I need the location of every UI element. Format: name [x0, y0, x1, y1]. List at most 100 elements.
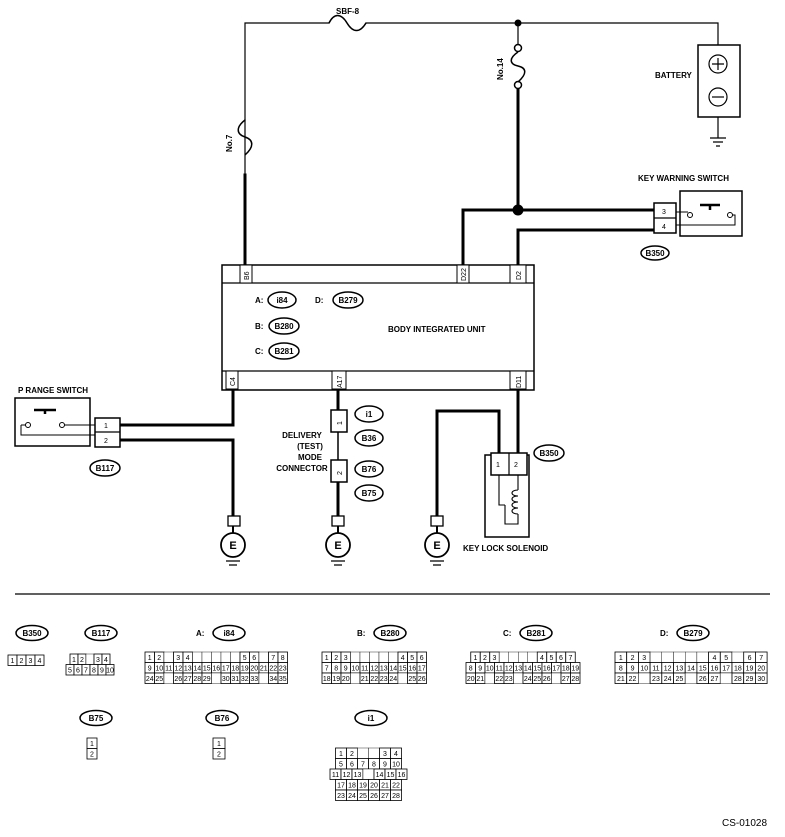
connector-pin-number: 8 [334, 666, 338, 673]
connector-pin-number: 2 [80, 657, 84, 664]
connector-cell [638, 672, 651, 684]
connector-cell [192, 651, 203, 663]
connector-pin-number: 14 [389, 666, 397, 673]
connector-view-tag [373, 624, 407, 642]
connector-cell [258, 672, 269, 684]
terminal-d2: D2 [516, 271, 523, 280]
ground-c4 [220, 515, 246, 566]
connector-pin-number: 4 [38, 658, 42, 665]
connector-pin-number: 26 [370, 793, 378, 800]
connector-pin-number: 3 [383, 751, 387, 758]
connector-pin-number: 12 [343, 772, 351, 779]
connector-view-label: B: [357, 629, 365, 638]
connector-pin-number: 28 [193, 676, 201, 683]
connector-pin-number: 12 [370, 666, 378, 673]
connector-cell [85, 653, 95, 665]
connector-cell [163, 672, 174, 684]
fuse-no14-symbol [510, 51, 526, 83]
connector-pin-number: 21 [381, 783, 389, 790]
connector-cell [755, 672, 768, 684]
connector-pin-number: 10 [155, 666, 163, 673]
connector-cell [378, 651, 389, 663]
kls-pin-2: 2 [514, 462, 518, 469]
connector-pin-number: 9 [383, 762, 387, 769]
connector-pin-number: 25 [675, 676, 683, 683]
connector-pin-number: 22 [370, 676, 378, 683]
connector-pin-number: 21 [617, 676, 625, 683]
unit-connector-c-code: B281 [274, 347, 294, 356]
connector-view-code: i84 [223, 629, 235, 638]
connector-pin-number: 8 [281, 655, 285, 662]
connector-pin-number: 30 [757, 676, 765, 683]
unit-connector-d-code: B279 [338, 296, 358, 305]
connector-pin-number: 2 [631, 655, 635, 662]
connector-cell [570, 672, 581, 684]
connector-pin-number: 10 [106, 668, 114, 675]
connector-pin-number: 18 [323, 676, 331, 683]
connector-pin-number: 1 [11, 658, 15, 665]
connector-pin-number: 24 [389, 676, 397, 683]
connector-cell [350, 651, 361, 663]
connector-pin-number: 13 [380, 666, 388, 673]
terminal-d11: D11 [516, 376, 523, 388]
connector-pin-number: 8 [92, 668, 96, 675]
connector-pin-number: 15 [387, 772, 395, 779]
connector-cell [368, 747, 380, 759]
connector-pin-number: 29 [746, 676, 754, 683]
connector-cell [201, 651, 212, 663]
connector-pin-number: 17 [722, 666, 730, 673]
connector-pin-number: 6 [350, 762, 354, 769]
connector-pin-number: 4 [104, 657, 108, 664]
unit-connector-d-letter: D: [315, 296, 323, 305]
figure-code: CS-01028 [722, 818, 767, 829]
wires [118, 22, 719, 518]
terminal-b6: B6 [244, 271, 251, 280]
connector-pin-number: 13 [184, 666, 192, 673]
key-lock-solenoid-label: KEY LOCK SOLENOID [463, 544, 548, 553]
unit-connector-a-letter: A: [255, 296, 263, 305]
p-range-switch [14, 397, 121, 448]
connector-pin-number: 23 [505, 676, 513, 683]
connector-pin-number: 22 [495, 676, 503, 683]
wire-d2 [516, 228, 656, 267]
connector-cell [357, 747, 369, 759]
connector-pin-number: 2 [334, 655, 338, 662]
connector-pin-number: 5 [410, 655, 414, 662]
connector-cell [527, 651, 538, 663]
connector-pin-number: 9 [100, 668, 104, 675]
connector-pin-number: 1 [90, 741, 94, 748]
connector-pin-number: 4 [394, 751, 398, 758]
connector-pin-number: 15 [203, 666, 211, 673]
connector-pin-number: 2 [90, 752, 94, 759]
connector-pin-number: 22 [392, 783, 400, 790]
connector-pin-number: 9 [344, 666, 348, 673]
connector-view-tag [519, 624, 553, 642]
connector-cell [230, 651, 241, 663]
connector-pin-number: 13 [354, 772, 362, 779]
dmc-tag-i1 [354, 405, 384, 423]
connector-pin-number: 19 [746, 666, 754, 673]
connector-pin-number: 11 [361, 666, 368, 673]
dmc-tag-b36-code: B36 [362, 434, 377, 443]
connector-pin-number: 17 [222, 666, 230, 673]
connector-pin-number: 7 [759, 655, 763, 662]
unit-connector-d-tag [332, 291, 364, 309]
connector-cell [350, 672, 361, 684]
connector-pin-number: 6 [420, 655, 424, 662]
connector-cell [362, 768, 375, 780]
connector-view-code: B281 [526, 629, 546, 638]
connector-pin-number: 3 [29, 658, 33, 665]
connector-pin-number: 26 [699, 676, 707, 683]
connector-pin-number: 23 [652, 676, 660, 683]
connector-pin-number: 6 [252, 655, 256, 662]
connector-pin-number: 25 [533, 676, 541, 683]
connector-pin-number: 22 [629, 676, 637, 683]
connector-pin-number: 12 [174, 666, 182, 673]
connector-pin-number: 12 [505, 666, 513, 673]
connector-pin-number: 9 [148, 666, 152, 673]
connector-pin-number: 18 [562, 666, 570, 673]
connector-pin-number: 10 [640, 666, 648, 673]
connector-pin-number: 15 [533, 666, 541, 673]
connector-pin-number: 6 [559, 655, 563, 662]
